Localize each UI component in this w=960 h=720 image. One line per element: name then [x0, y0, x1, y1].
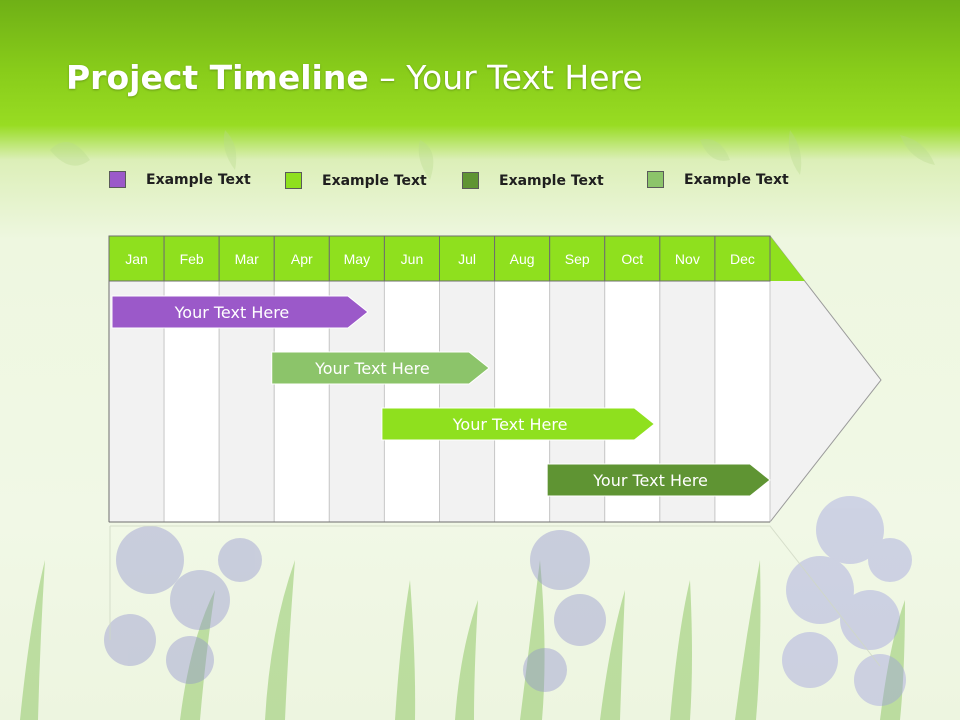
- flower-cluster: [782, 496, 912, 706]
- month-column: [439, 280, 496, 523]
- leaf-shadows: [50, 130, 935, 180]
- task-bar-label: Your Text Here: [452, 415, 568, 434]
- month-label: Dec: [730, 251, 755, 267]
- grass-blades: [20, 560, 905, 720]
- month-header-cell: [163, 235, 220, 282]
- legend-label: Example Text: [499, 173, 604, 189]
- grass-blade: [20, 560, 45, 720]
- legend-label: Example Text: [684, 172, 789, 188]
- task-bar-label: Your Text Here: [592, 471, 708, 490]
- month-label: Sep: [565, 251, 590, 267]
- legend-swatch: [647, 171, 664, 188]
- month-label: Oct: [621, 251, 643, 267]
- month-column: [383, 280, 440, 523]
- legend-swatch: [462, 172, 479, 189]
- legend-label: Example Text: [146, 172, 251, 188]
- month-label: Nov: [675, 251, 700, 267]
- page-title: Project Timeline – Your Text Here: [66, 58, 643, 97]
- legend-swatch: [109, 171, 126, 188]
- timeline-reflection: [109, 525, 881, 667]
- leaf-shape: [418, 140, 434, 180]
- timeline-header-tip: [770, 236, 805, 281]
- task-bar: [271, 351, 490, 385]
- month-label: Mar: [235, 251, 259, 267]
- task-bar: [381, 407, 656, 441]
- month-headers: Jan Feb Mar Apr May Jun Jul Aug Sep Oct Nov Dec: [108, 235, 771, 523]
- leaf-shape: [223, 130, 237, 170]
- month-label: May: [344, 251, 370, 267]
- month-header-cell: [328, 235, 385, 282]
- title-separator: –: [368, 58, 407, 97]
- grass-blade: [395, 580, 416, 720]
- flower-cluster: [104, 526, 262, 684]
- task-bar: [111, 295, 369, 329]
- month-header-cell: [714, 235, 771, 282]
- leaf-shape: [900, 135, 935, 165]
- grass-blade: [880, 600, 905, 720]
- task-bar: [546, 463, 771, 497]
- leaf-shape: [50, 142, 90, 166]
- leaf-shape: [700, 139, 730, 161]
- month-label: Aug: [510, 251, 535, 267]
- month-column: [494, 280, 551, 523]
- month-header-cell: [549, 235, 606, 282]
- grass-blade: [520, 560, 545, 720]
- month-label: Jan: [125, 251, 148, 267]
- grass-blade: [455, 600, 478, 720]
- task-bar-label: Your Text Here: [314, 359, 430, 378]
- task-bar-label: Your Text Here: [174, 303, 290, 322]
- grass-blade: [265, 560, 295, 720]
- grass-blade: [735, 560, 761, 720]
- legend-swatch: [285, 172, 302, 189]
- month-label: Jun: [401, 251, 424, 267]
- month-label: Jul: [458, 251, 476, 267]
- grass-blade: [600, 590, 625, 720]
- title-subtitle: Your Text Here: [406, 58, 643, 97]
- month-header-cell: [494, 235, 551, 282]
- month-label: Apr: [291, 251, 313, 267]
- month-header-cell: [604, 235, 661, 282]
- grass-blade: [180, 590, 215, 720]
- grass-blade: [670, 580, 692, 720]
- month-header-cell: [218, 235, 275, 282]
- month-header-cell: [659, 235, 716, 282]
- flower-cluster: [523, 530, 606, 692]
- month-label: Feb: [180, 251, 204, 267]
- month-header-cell: [383, 235, 440, 282]
- leaf-shape: [788, 130, 802, 175]
- legend-label: Example Text: [322, 173, 427, 189]
- flower-clusters: [104, 496, 912, 706]
- title-main: Project Timeline: [66, 58, 369, 97]
